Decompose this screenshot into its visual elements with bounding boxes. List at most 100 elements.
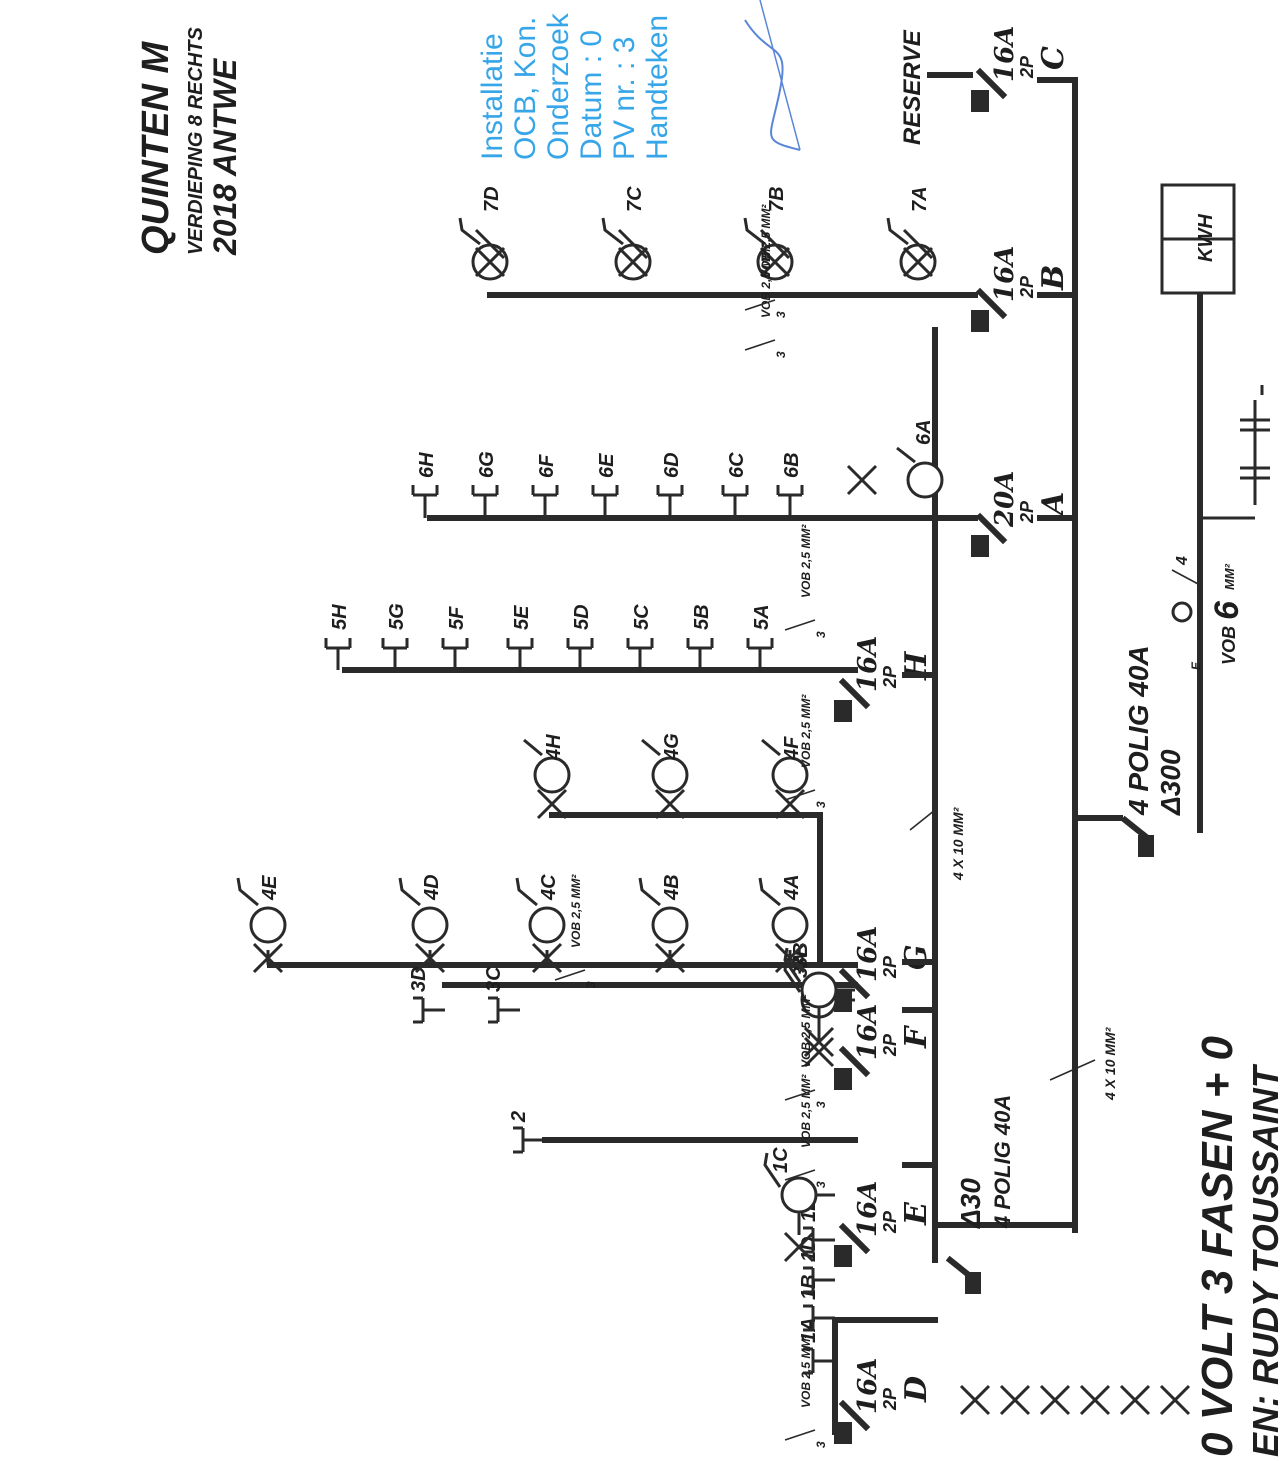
point-2: 2: [508, 1111, 530, 1123]
light-point-icon: 4E: [236, 875, 287, 974]
cable-spec: VOB 2,5 MM²: [799, 1074, 813, 1148]
socket-icon: 3D: [408, 966, 445, 1024]
point-6g: 6G: [476, 451, 498, 478]
signature-stroke: [759, 0, 801, 151]
breaker-rating-f: 16A: [853, 1004, 883, 1060]
socket-icon: 3C: [483, 966, 520, 1024]
point-5a: 5A: [751, 604, 773, 630]
socket-icon: 5C: [626, 604, 654, 670]
address-line2: 2018 ANTWE: [207, 57, 243, 256]
group-breaker-switch: [932, 1222, 981, 1294]
socket-icon: 6G: [471, 451, 499, 518]
cable-annotation: 3 VOB 2,5 MM²: [554, 874, 598, 988]
point-7c: 7C: [624, 186, 646, 212]
light-point-icon: 4G: [641, 733, 689, 820]
cable-conductors: 3: [814, 801, 828, 808]
group-breaker-rating: 4 POLIG 40A: [990, 1095, 1015, 1229]
installer-name: EN: RUDY TOUSSAINT: [1245, 1063, 1286, 1457]
cable-spec: VOB 2,5 MM²: [759, 244, 773, 318]
breaker-poles-g: 2P: [880, 955, 900, 979]
point-3a: 3A: [790, 952, 812, 978]
breaker-rating-g: 16A: [853, 926, 883, 982]
circuit-letter-e: E: [899, 1201, 934, 1226]
point-5g: 5G: [386, 603, 408, 630]
cable-conductors: 3: [814, 1441, 828, 1448]
main-breaker-switch: [1120, 815, 1155, 857]
stamp-line6: Handteken: [641, 15, 674, 160]
point-5b: 5B: [691, 604, 713, 630]
light-point-icon: 6A: [846, 419, 944, 499]
light-point-icon: 4A: [758, 874, 809, 974]
socket-icon: 5E: [506, 605, 534, 670]
point-7d: 7D: [481, 186, 503, 212]
cable-conductors: 3: [814, 1181, 828, 1188]
feed-cable-prefix: VOB: [1219, 626, 1239, 665]
stamp-line2: OCB, Kon.: [509, 17, 542, 160]
light-point-icon: 7D: [458, 186, 509, 281]
point-4c: 4C: [538, 874, 560, 901]
point-6d: 6D: [661, 452, 683, 478]
stamp-line4: Datum : 0: [575, 30, 608, 160]
breaker-poles-c: 2P: [1017, 55, 1037, 79]
socket-icon: 6C: [721, 452, 749, 518]
breaker-rating-c: 16A: [990, 26, 1020, 82]
light-point-icon: 7B: [743, 186, 794, 281]
point-1c: 1C: [770, 1147, 792, 1173]
bus-cable-b: 4 X 10 MM²: [1102, 1027, 1118, 1101]
header-block: QUINTEN M VERDIEPING 8 RECHTS 2018 ANTWE: [135, 27, 243, 256]
stamp-line1: Installatie: [476, 33, 509, 160]
breaker-rating-e: 16A: [853, 1181, 883, 1237]
breaker-poles-f: 2P: [880, 1033, 900, 1057]
stamp-line3: Onderzoek: [542, 12, 575, 160]
earth-ground-icon: [1240, 385, 1270, 505]
breaker-poles-d: 2P: [880, 1387, 900, 1411]
cable-conductors: 3: [814, 631, 828, 638]
point-5h: 5H: [329, 604, 351, 630]
light-point-icon: 1C: [763, 1147, 835, 1263]
group-breaker-diff: Δ30: [955, 1178, 986, 1229]
breaker-poles-a: 2P: [1017, 500, 1037, 524]
light-point-icon: 7A: [886, 186, 937, 281]
cable-spec: VOB 2,5 MM²: [799, 994, 813, 1068]
supply-block: 0 VOLT 3 FASEN + 0 EN: RUDY TOUSSAINT: [1193, 1035, 1286, 1457]
point-5d: 5D: [571, 604, 593, 630]
supply-voltage: 0 VOLT 3 FASEN + 0: [1193, 1035, 1242, 1457]
point-5f: 5F: [446, 606, 468, 630]
address-line1: VERDIEPING 8 RECHTS: [185, 27, 207, 255]
circuit-letter-f: F: [899, 1024, 934, 1049]
point-6b: 6B: [781, 452, 803, 478]
light-point-icon: 4F: [761, 736, 809, 820]
breaker-poles-b: 2P: [1017, 275, 1037, 299]
socket-icon: 2: [508, 1111, 545, 1154]
point-3d: 3D: [408, 966, 430, 992]
circuit-letter-g: G: [899, 944, 934, 970]
breaker-rating-d: 16A: [853, 1358, 883, 1414]
socket-icon: 6E: [591, 453, 619, 518]
cable-spec: VOB 2,5 MM²: [569, 874, 583, 948]
breaker-rating-a: 20A: [990, 471, 1020, 528]
main-distribution: KWH 4 POLIG 40A Δ300 E 4 VOB 6 MM²: [909, 77, 1270, 1294]
cable-conductors: 3: [584, 981, 598, 988]
light-point-icon: 4C: [515, 874, 566, 974]
breaker-poles-h: 2P: [880, 665, 900, 689]
point-5e: 5E: [511, 605, 533, 630]
socket-icon: 5A: [746, 604, 774, 670]
circuit-letter-b: B: [1036, 265, 1071, 291]
breaker-rating-h: 16A: [853, 636, 883, 692]
breaker-poles-e: 2P: [880, 1210, 900, 1234]
light-point-icon: 4B: [638, 874, 689, 974]
point-1b: 1B: [798, 1274, 820, 1300]
point-4h: 4H: [543, 734, 565, 761]
breaker-rating-b: 16A: [990, 246, 1020, 302]
socket-icon: 5B: [686, 604, 714, 670]
